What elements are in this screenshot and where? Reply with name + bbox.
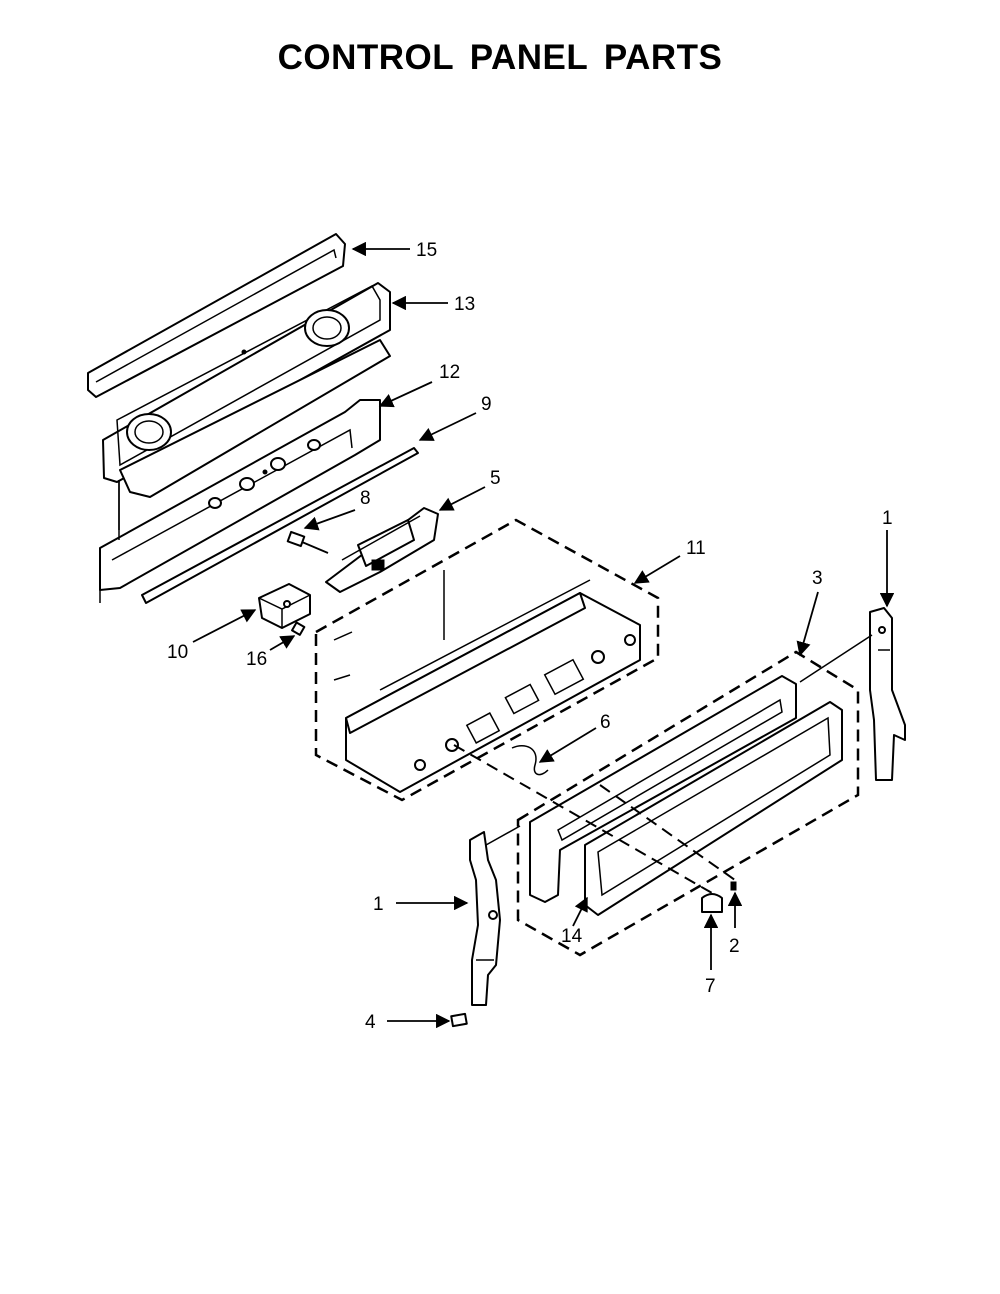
page-title: CONTROL PANEL PARTS: [277, 38, 723, 77]
part-11-control-panel: [314, 518, 660, 802]
callout-5: 5: [490, 468, 501, 489]
part-8-screw: [286, 530, 329, 554]
callout-7: 7: [705, 976, 716, 997]
callout-1-bottom: 1: [373, 894, 384, 915]
part-6-harness: [511, 744, 549, 776]
assembly-lines: [118, 480, 873, 894]
part-12-bracket: [99, 339, 391, 603]
part-16-screw: [291, 621, 306, 636]
callout-6: 6: [600, 712, 611, 733]
callout-8: 8: [360, 488, 371, 509]
callout-9: 9: [481, 394, 492, 415]
callout-12: 12: [439, 362, 460, 383]
part-1-side-bracket-left: [469, 831, 501, 1006]
callout-15: 15: [416, 240, 437, 261]
part-15-gasket: [87, 233, 346, 398]
part-2-pin: [730, 881, 737, 891]
callout-16: 16: [246, 649, 267, 670]
callout-11: 11: [686, 538, 706, 559]
part-10-block: [258, 583, 311, 629]
part-13-rear-panel: [102, 282, 391, 483]
callout-14: 14: [561, 926, 583, 947]
callout-labels: 15 13 12 9 8 5 11 1 3 10 16 6 1 14 2 7 4: [167, 240, 893, 1033]
callout-10: 10: [167, 642, 188, 663]
leader-arrows: [192, 241, 895, 1029]
callout-3: 3: [812, 568, 823, 589]
part-4-screw: [450, 1012, 468, 1028]
callout-13: 13: [454, 294, 475, 315]
part-1-side-bracket-right: [869, 607, 906, 781]
callout-4: 4: [365, 1012, 376, 1033]
part-5-assembly: [325, 507, 439, 593]
callout-1-top: 1: [882, 508, 893, 529]
part-3-trim: [516, 650, 860, 957]
part-7-knob: [701, 893, 723, 913]
part-9-strip: [141, 447, 419, 604]
callout-2: 2: [729, 936, 740, 957]
